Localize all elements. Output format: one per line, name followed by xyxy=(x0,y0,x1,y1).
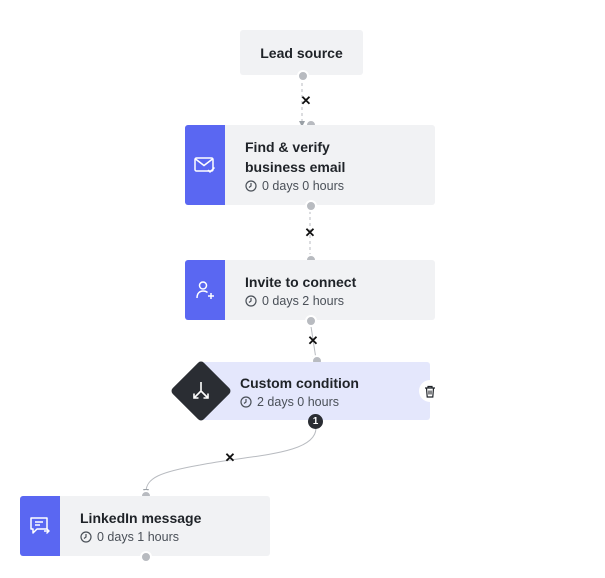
linkedin-duration-text: 0 days 1 hours xyxy=(97,530,179,544)
invite-icon-strip xyxy=(185,260,225,320)
split-arrows-icon xyxy=(193,382,209,399)
find-verify-title-line2: business email xyxy=(245,159,346,175)
linkedin-message-node[interactable]: LinkedIn message 0 days 1 hours xyxy=(20,496,270,556)
invite-duration: 0 days 2 hours xyxy=(245,294,356,308)
linkedin-output-handle[interactable] xyxy=(140,551,152,563)
find-verify-duration-text: 0 days 0 hours xyxy=(262,179,344,193)
remove-connection-button[interactable]: ✕ xyxy=(304,225,316,240)
custom-condition-node[interactable]: Custom condition 2 days 0 hours xyxy=(200,362,430,420)
clock-icon xyxy=(240,396,252,408)
find-verify-title-line1: Find & verify xyxy=(245,139,330,155)
condition-duration: 2 days 0 hours xyxy=(240,395,430,409)
mail-check-icon xyxy=(194,157,216,174)
invite-duration-text: 0 days 2 hours xyxy=(262,294,344,308)
remove-connection-button[interactable]: ✕ xyxy=(307,333,319,348)
lead-source-output-handle[interactable] xyxy=(297,70,309,82)
message-reply-icon xyxy=(30,517,50,534)
branch-badge[interactable]: 1 xyxy=(308,414,323,429)
condition-duration-text: 2 days 0 hours xyxy=(257,395,339,409)
linkedin-title: LinkedIn message xyxy=(80,510,202,526)
linkedin-icon-strip xyxy=(20,496,60,556)
remove-connection-button[interactable]: ✕ xyxy=(224,450,236,465)
clock-icon xyxy=(245,180,257,192)
lead-source-label: Lead source xyxy=(260,44,343,61)
find-verify-duration: 0 days 0 hours xyxy=(245,179,345,193)
remove-connection-button[interactable]: ✕ xyxy=(300,93,312,108)
edge-condition-to-linkedin xyxy=(143,427,317,495)
trash-icon xyxy=(425,385,435,398)
clock-icon xyxy=(245,295,257,307)
linkedin-duration: 0 days 1 hours xyxy=(80,530,201,544)
invite-title: Invite to connect xyxy=(245,274,357,290)
user-plus-icon xyxy=(196,281,214,299)
find-verify-output-handle[interactable] xyxy=(305,200,317,212)
invite-output-handle[interactable] xyxy=(305,315,317,327)
find-verify-node[interactable]: Find & verify business email 0 days 0 ho… xyxy=(185,125,435,205)
lead-source-node[interactable]: Lead source xyxy=(240,30,363,75)
clock-icon xyxy=(80,531,92,543)
condition-title: Custom condition xyxy=(240,375,359,391)
find-verify-icon-strip xyxy=(185,125,225,205)
delete-node-button[interactable] xyxy=(419,380,441,402)
invite-node[interactable]: Invite to connect 0 days 2 hours xyxy=(185,260,435,320)
